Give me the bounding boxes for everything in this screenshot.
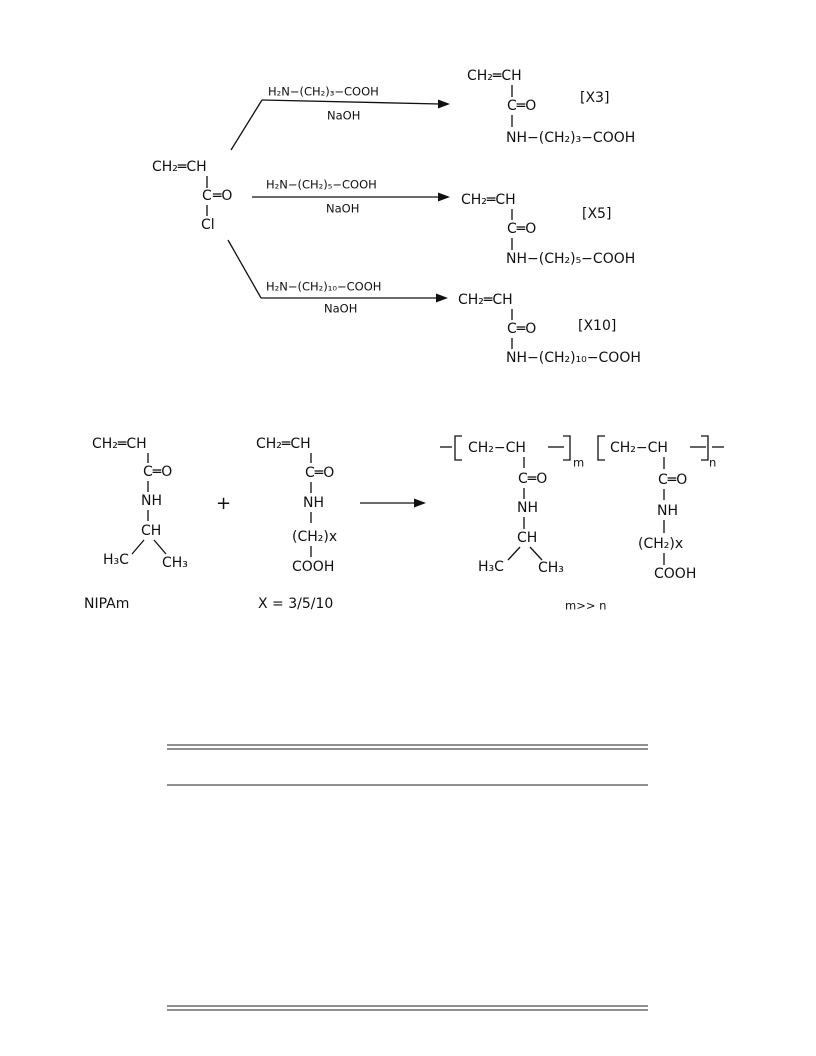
reaction-3-reagent: H₂N−(CH₂)₁₀−COOH [266,280,381,294]
unit-2-amide-nh: NH [657,503,678,519]
reaction-1-arrowhead [438,99,450,109]
comonomer-carbonyl: C═O [305,465,334,481]
reaction-1-arrow [261,99,441,105]
acryloyl-chloride-structure: CH₂═CH C ═O Cl [152,159,232,233]
plus-sign: + [216,493,231,514]
comonomer-vinyl-group: CH₂═CH [256,436,311,452]
reaction-1-product-vinyl: CH₂═CH [467,68,522,84]
unit-1-carbonyl: C═O [518,471,547,487]
branch-line-top [230,99,263,151]
nipam-methine: CH [141,523,161,539]
reactant-carbonyl-carbon: C [202,188,212,204]
reaction-1-reagent: H₂N−(CH₂)₃−COOH [268,85,379,99]
reaction-3-condition: NaOH [324,302,357,316]
reaction-2-reagent: H₂N−(CH₂)₅−COOH [266,178,377,192]
reaction-3-product-chain: NH−(CH₂)₁₀−COOH [506,350,641,366]
nipam-amide-nh: NH [141,493,162,509]
empty-table-frame [167,744,648,1011]
unit-1-methine: CH [517,530,537,546]
reaction-1-product-chain: NH−(CH₂)₃−COOH [506,130,635,146]
comonomer-amide-nh: NH [303,495,324,511]
copolymerization-arrowhead [414,498,426,508]
nipam-structure: CH₂═CH C═O NH CH H₃C CH₃ NIPAm [84,436,188,612]
reaction-3: H₂N−(CH₂)₁₀−COOH NaOH CH₂═CH C═O NH−(CH₂… [261,280,641,366]
reaction-2-product-vinyl: CH₂═CH [461,192,516,208]
nipam-caption: NIPAm [84,596,129,612]
reaction-3-product-vinyl: CH₂═CH [458,292,513,308]
nipam-bond-right-methyl [153,539,167,555]
unit-1-left-methyl: H₃C [478,559,504,575]
nipam-right-methyl: CH₃ [162,555,188,571]
reactant-chloride: Cl [201,217,215,233]
reaction-3-arrowhead [436,293,448,303]
unit-2-right-bracket [701,435,709,461]
branch-line-bottom [227,239,262,299]
nipam-left-methyl: H₃C [103,552,129,568]
comonomer-carboxylic-acid: COOH [292,559,334,575]
reaction-3-product-label: [X10] [578,318,616,334]
comonomer-alkyl-chain: (CH₂)x [292,529,337,545]
reaction-3-product-carbonyl: C═O [507,321,536,337]
reactant-carbonyl-oxygen: ═O [212,188,232,204]
nipam-carbonyl: C═O [143,464,172,480]
nipam-vinyl-group: CH₂═CH [92,436,147,452]
unit-1-amide-nh: NH [517,500,538,516]
nipam-bond-left-methyl [131,539,145,555]
reaction-2-product-chain: NH−(CH₂)₅−COOH [506,251,635,267]
unit-2-left-bracket [597,435,605,461]
unit-2-carboxylic-acid: COOH [654,566,696,582]
reaction-2: H₂N−(CH₂)₅−COOH NaOH CH₂═CH C═O NH−(CH₂)… [252,178,635,267]
unit-1-right-methyl: CH₃ [538,560,564,576]
reactant-vinyl-group: CH₂═CH [152,159,207,175]
reaction-1: H₂N−(CH₂)₃−COOH NaOH CH₂═CH C═O NH−(CH₂)… [261,68,635,146]
unit-2-alkyl-chain: (CH₂)x [638,536,683,552]
unit-2-repeat-n: n [709,456,716,470]
reaction-1-product-label: [X3] [580,90,609,106]
comonomer-caption: X = 3/5/10 [258,596,333,612]
unit-1-bond-left-methyl [507,546,521,561]
reaction-2-arrowhead [438,192,450,202]
unit-1-bond-right-methyl [529,546,543,561]
copolymer-structure: CH₂−CH m CH₂−CH n C═O NH CH H₃C CH₃ C═O … [440,435,724,613]
unit-1-repeat-m: m [573,456,584,470]
unit-1-left-bracket [454,435,462,461]
reaction-2-product-carbonyl: C═O [507,221,536,237]
unit-1-backbone: CH₂−CH [468,440,526,456]
reaction-1-condition: NaOH [327,109,360,123]
copolymer-caption: m>> n [565,599,606,613]
comonomer-structure: CH₂═CH C═O NH (CH₂)x COOH X = 3/5/10 [256,436,337,612]
unit-1-right-bracket [563,435,571,461]
reaction-2-condition: NaOH [326,202,359,216]
unit-2-carbonyl: C═O [658,472,687,488]
unit-2-backbone: CH₂−CH [610,440,668,456]
reaction-1-product-carbonyl: C═O [507,98,536,114]
reaction-2-product-label: [X5] [582,206,611,222]
